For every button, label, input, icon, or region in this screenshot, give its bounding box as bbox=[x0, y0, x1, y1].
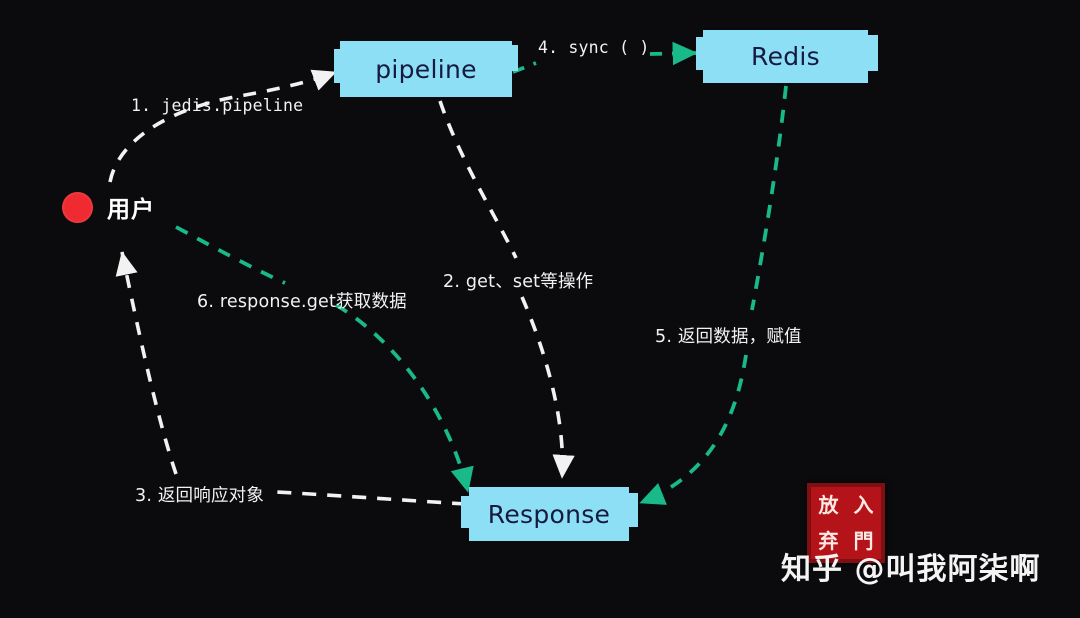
node-pipeline[interactable]: pipeline bbox=[334, 41, 518, 97]
edge-label-1: 1. jedis.pipeline bbox=[131, 96, 304, 115]
edge-1-path bbox=[108, 69, 337, 183]
seal-char-4: 門 bbox=[853, 529, 874, 553]
edge-label-3: 3. 返回响应对象 bbox=[135, 486, 265, 506]
node-redis[interactable]: Redis bbox=[696, 30, 878, 83]
actor-user[interactable]: 用户 bbox=[62, 190, 155, 224]
edge-2-path-lower bbox=[520, 296, 575, 479]
node-response-label: Response bbox=[487, 499, 611, 529]
node-pipeline-label: pipeline bbox=[375, 54, 477, 84]
seal-char-2: 入 bbox=[853, 493, 874, 517]
edge-6-path-upper bbox=[175, 225, 286, 285]
edge-3-path-vertical bbox=[115, 251, 178, 475]
edge-5-path-lower bbox=[639, 354, 748, 505]
edge-6-path-lower bbox=[335, 303, 474, 493]
edge-label-2: 2. get、set等操作 bbox=[443, 272, 594, 292]
seal-char-1: 放 bbox=[818, 493, 839, 517]
node-response[interactable]: Response bbox=[461, 487, 638, 541]
edge-label-4: 4. sync ( ) bbox=[538, 38, 650, 57]
actor-user-label: 用户 bbox=[107, 197, 155, 223]
seal-char-3: 弃 bbox=[818, 529, 839, 553]
edge-3-path-horizontal bbox=[276, 490, 467, 506]
node-redis-label: Redis bbox=[751, 42, 820, 71]
seal-stamp-icon: 放 入 弃 門 bbox=[807, 483, 885, 563]
edge-4-path-right bbox=[649, 41, 698, 66]
edge-2-path bbox=[438, 100, 518, 259]
edge-label-6: 6. response.get获取数据 bbox=[197, 292, 407, 312]
watermark: 放 入 弃 門 知乎 @叫我阿柒啊 bbox=[781, 483, 1071, 593]
watermark-text: 知乎 @叫我阿柒啊 bbox=[781, 552, 1041, 587]
edge-label-5: 5. 返回数据，赋值 bbox=[655, 327, 802, 347]
red-circle-icon bbox=[62, 191, 93, 223]
edge-5-path-upper bbox=[750, 85, 788, 311]
